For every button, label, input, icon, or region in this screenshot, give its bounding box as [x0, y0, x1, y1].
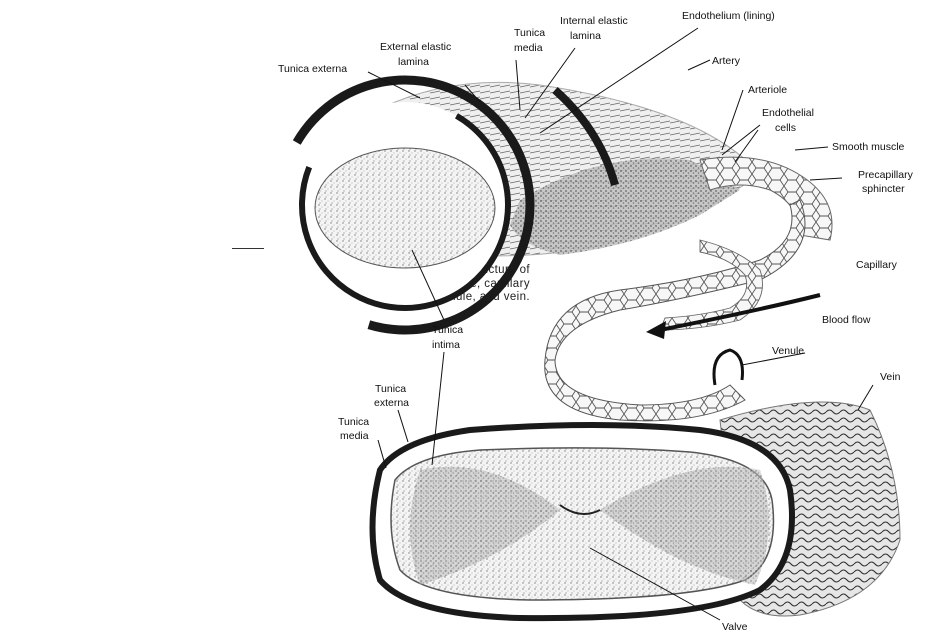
venule-curl	[714, 350, 743, 385]
label-capillary: Capillary	[856, 259, 898, 271]
label-venule: Venule	[772, 345, 804, 357]
vein-illustration	[373, 402, 901, 618]
label-endothelial-cells: Endothelial	[762, 107, 814, 119]
label-tunica-media-top: Tunica	[514, 27, 545, 39]
label-precapillary-sphincter-2: sphincter	[862, 183, 905, 195]
label-valve: Valve	[722, 621, 748, 633]
artery-lumen	[315, 148, 495, 268]
label-endothelium: Endothelium (lining)	[682, 10, 775, 22]
label-tunica-externa-bottom: Tunica	[375, 383, 406, 395]
label-tunica-media-top-2: media	[514, 42, 543, 54]
label-vein: Vein	[880, 371, 901, 383]
label-tunica-externa-bottom-2: externa	[374, 397, 409, 409]
label-internal-elastic-lamina: Internal elastic	[560, 15, 628, 27]
label-artery: Artery	[712, 55, 741, 67]
blood-flow-arrowhead	[646, 321, 666, 339]
label-external-elastic-lamina: External elastic	[380, 41, 451, 53]
label-tunica-intima-2: intima	[432, 339, 460, 351]
label-external-elastic-lamina-2: lamina	[398, 56, 429, 68]
label-smooth-muscle: Smooth muscle	[832, 141, 905, 153]
label-precapillary-sphincter: Precapillary	[858, 169, 914, 181]
label-tunica-media-bottom: Tunica	[338, 416, 369, 428]
label-tunica-intima: Tunica	[432, 324, 463, 336]
label-blood-flow: Blood flow	[822, 314, 871, 326]
label-arteriole: Arteriole	[748, 84, 787, 96]
label-internal-elastic-lamina-2: lamina	[570, 30, 601, 42]
label-tunica-externa-top: Tunica externa	[278, 63, 347, 75]
label-endothelial-cells-2: cells	[775, 122, 796, 134]
label-tunica-media-bottom-2: media	[340, 430, 369, 442]
